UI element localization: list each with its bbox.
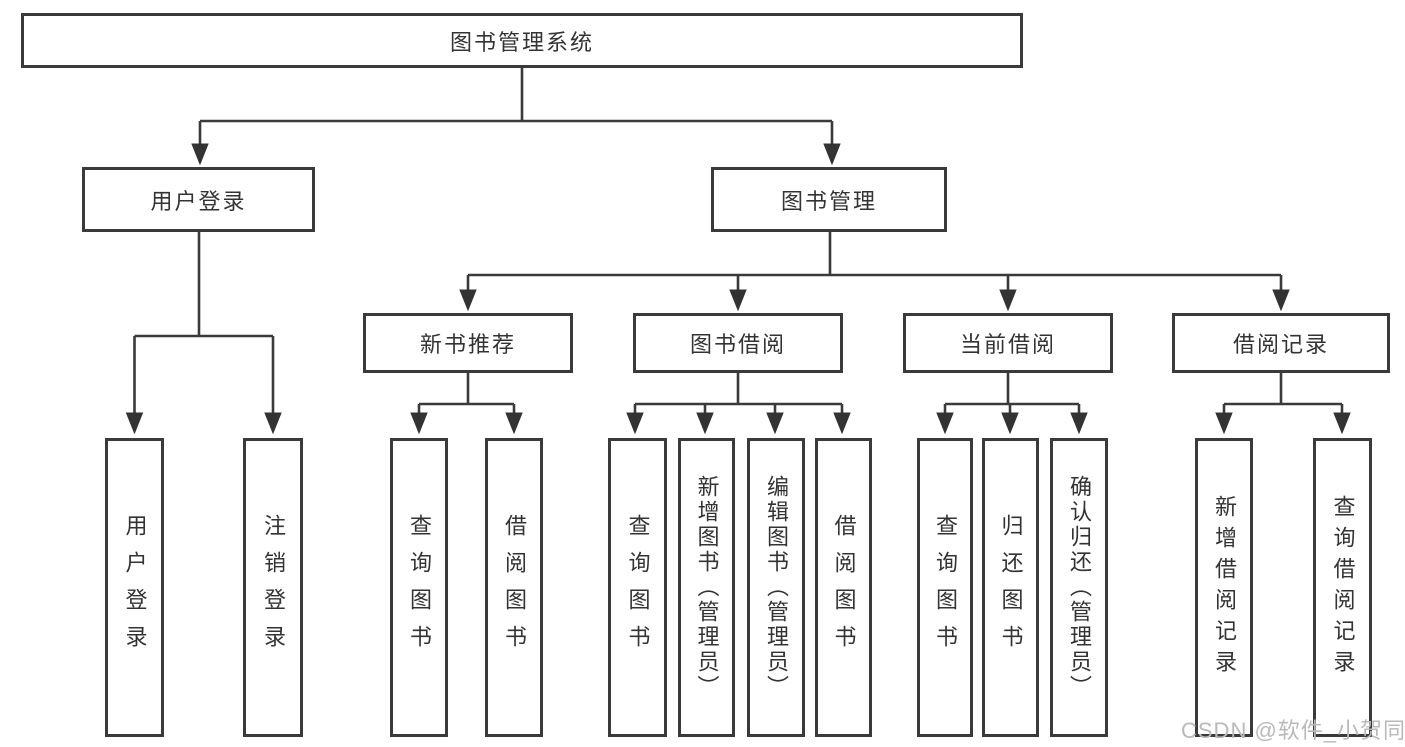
node-label: 图书管理系统 (449, 29, 594, 55)
leaf-confirm-return-admin: 确认归还（管理员） (1050, 438, 1108, 737)
node-new-book-recommendation: 新书推荐 (363, 313, 573, 373)
node-label: 图书借阅 (689, 332, 786, 357)
node-label: 当前借阅 (959, 332, 1056, 357)
leaf-query-books-current: 查询图书 (917, 438, 973, 737)
leaf-query-books-borrowing: 查询图书 (608, 438, 667, 737)
leaf-user-login: 用户登录 (105, 438, 164, 737)
node-label: 确认归还（管理员） (1067, 475, 1092, 700)
leaf-query-books-recommendation: 查询图书 (390, 438, 448, 737)
node-borrowing-records: 借阅记录 (1172, 313, 1390, 373)
node-label: 借阅记录 (1232, 332, 1329, 357)
leaf-return-books: 归还图书 (982, 438, 1039, 737)
node-label: 新书推荐 (419, 332, 516, 357)
node-label: 用户登录 (122, 513, 148, 662)
node-label: 查询图书 (407, 513, 432, 662)
node-label: 借阅图书 (831, 513, 857, 662)
node-label: 新增借阅记录 (1212, 494, 1237, 681)
node-label: 用户登录 (150, 188, 247, 214)
leaf-edit-books-admin: 编辑图书（管理员） (747, 438, 805, 737)
leaf-query-borrowing-record: 查询借阅记录 (1313, 438, 1372, 737)
node-book-management: 图书管理 (711, 167, 947, 232)
node-label: 查询图书 (933, 513, 958, 662)
leaf-add-borrowing-record: 新增借阅记录 (1195, 438, 1253, 737)
node-label: 查询借阅记录 (1330, 494, 1356, 681)
connector-arrows (135, 121, 1343, 431)
leaf-logout-login: 注销登录 (243, 438, 303, 737)
node-label: 注销登录 (261, 513, 286, 662)
leaf-borrow-books-borrowing: 借阅图书 (815, 438, 872, 737)
leaf-add-books-admin: 新增图书（管理员） (678, 438, 735, 737)
node-current-borrowing: 当前借阅 (903, 313, 1113, 373)
connector-elbows (134, 68, 1342, 406)
leaf-borrow-books-recommendation: 借阅图书 (485, 438, 543, 737)
node-label: 借阅图书 (502, 513, 527, 662)
node-label: 新增图书（管理员） (694, 475, 720, 700)
node-library-management-system: 图书管理系统 (21, 13, 1023, 68)
node-user-login: 用户登录 (82, 167, 315, 232)
node-label: 编辑图书（管理员） (764, 475, 789, 700)
node-book-borrowing: 图书借阅 (633, 313, 843, 373)
watermark: CSDN @软件_小贺同学 (1181, 718, 1405, 743)
node-label: 图书管理 (780, 188, 877, 214)
node-label: 归还图书 (998, 513, 1024, 662)
node-label: 查询图书 (625, 513, 651, 662)
